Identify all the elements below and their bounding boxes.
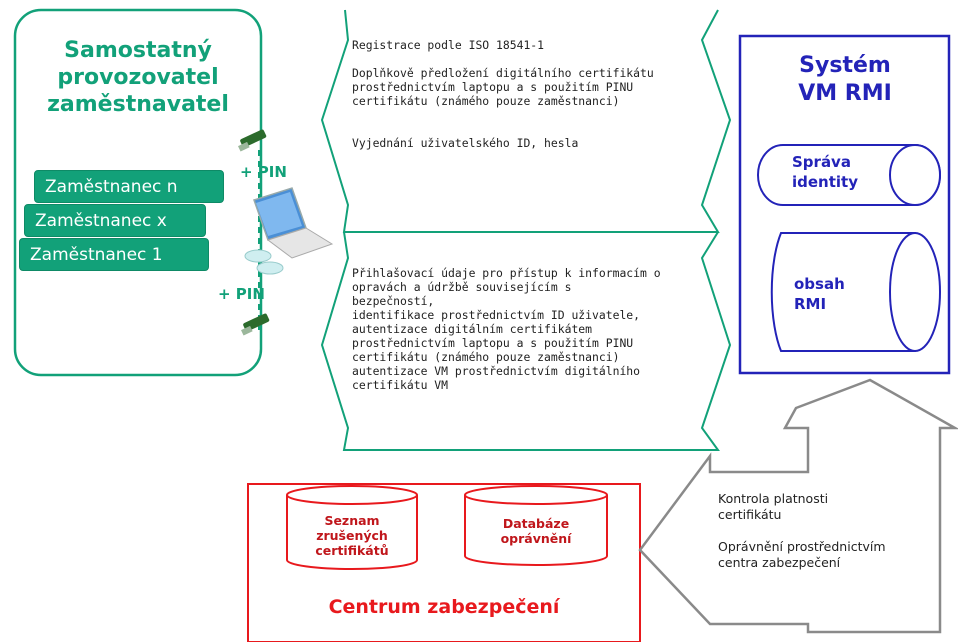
bottom-exchange-text: Přihlašovací údaje pro přístup k informa… <box>352 266 661 392</box>
usb-stick-icon <box>238 129 267 152</box>
employee-n: Zaměstnanec n <box>34 170 224 203</box>
db1-cylinder-top <box>286 485 418 505</box>
usb-stick-icon <box>241 313 270 336</box>
pin-top-label: + PIN <box>240 163 287 181</box>
db2-label: Databáze oprávnění <box>500 516 572 546</box>
identity-cylinder-cap <box>889 144 941 206</box>
db1-label: Seznam zrušených certifikátů <box>315 513 389 558</box>
identity-label: Správa identity <box>792 153 858 191</box>
bottom-exchange-arrow <box>320 231 732 451</box>
employee-1: Zaměstnanec 1 <box>19 238 209 271</box>
top-exchange-text: Registrace podle ISO 18541-1 Doplňkově p… <box>352 38 654 150</box>
employer-box <box>13 8 263 377</box>
gray-block-arrow <box>638 378 958 634</box>
system-title: Systém VM RMI <box>798 53 892 106</box>
laptop-icon <box>244 187 334 275</box>
pin-bottom-label: + PIN <box>218 285 265 303</box>
top-exchange-arrow <box>320 9 732 233</box>
side-arrow-text: Kontrola platnosti certifikátu Oprávnění… <box>718 491 886 570</box>
employee-x: Zaměstnanec x <box>24 204 206 237</box>
db1-cylinder <box>286 495 418 570</box>
employer-title: Samostatný provozovatel zaměstnavatel <box>47 38 229 117</box>
security-title: Centrum zabezpečení <box>328 596 560 618</box>
db2-cylinder <box>464 495 608 566</box>
security-box <box>247 483 641 642</box>
db2-cylinder-top <box>464 485 608 505</box>
system-box <box>738 34 951 375</box>
content-cylinder-cap <box>889 231 941 353</box>
content-label: obsah RMI <box>794 275 845 313</box>
